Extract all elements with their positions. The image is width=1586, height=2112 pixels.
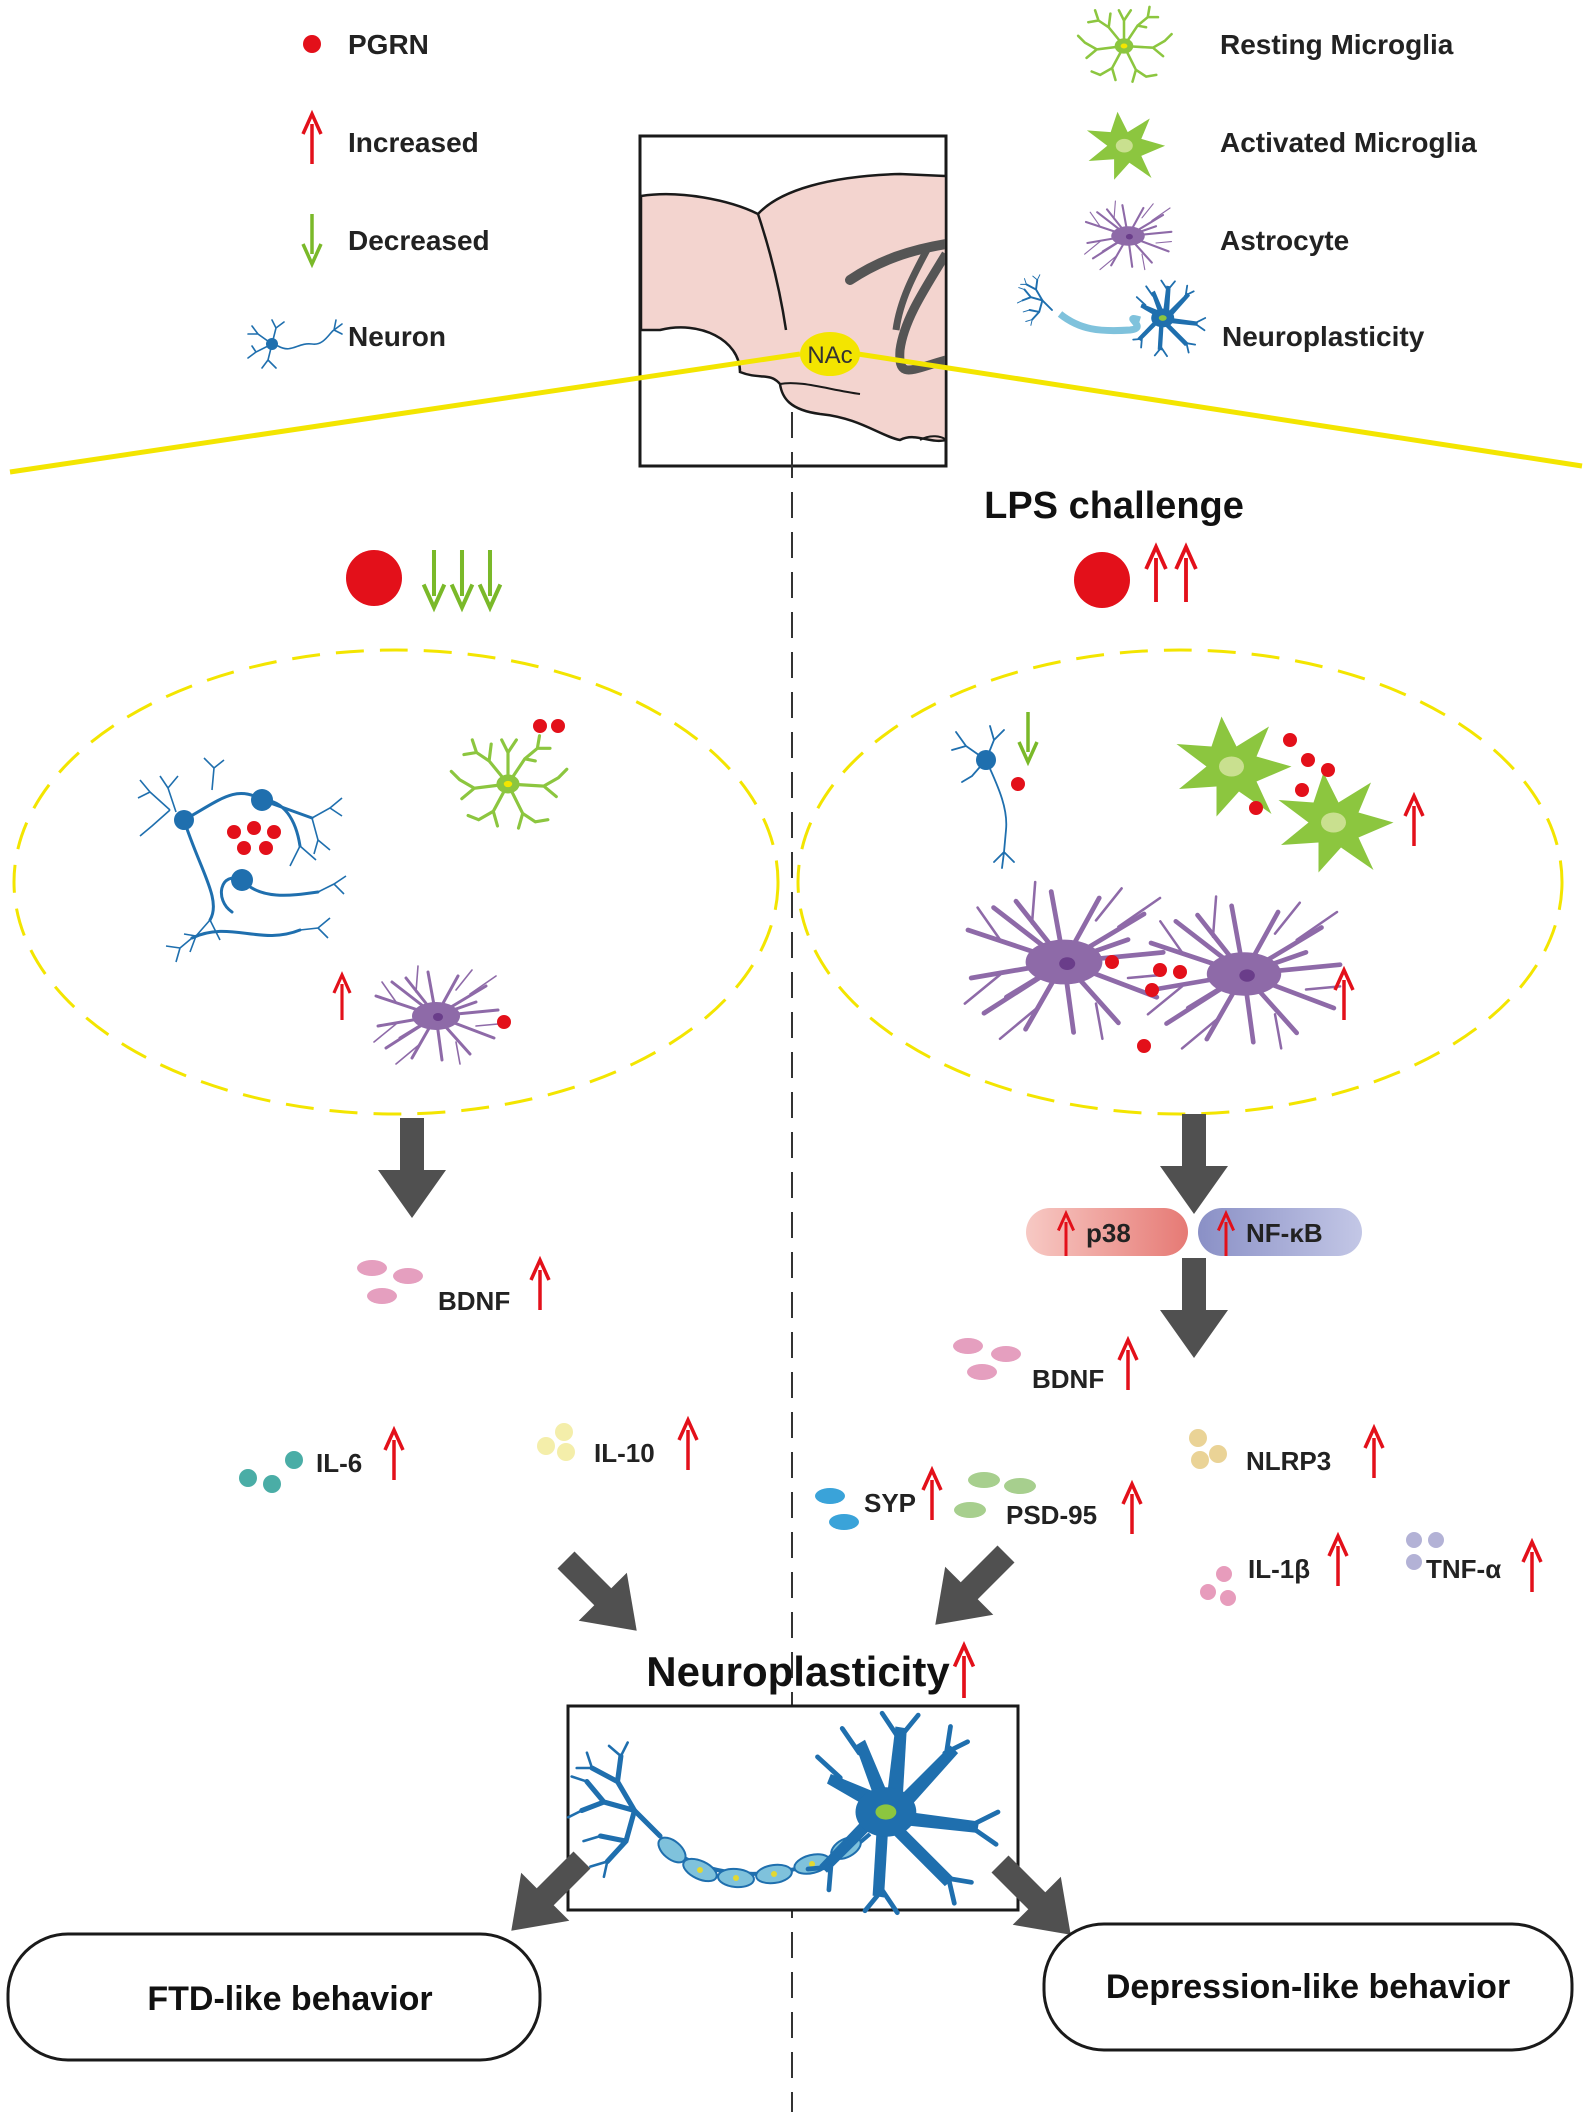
tnfa-molecule-icon [1406,1532,1444,1570]
lps-challenge-title: LPS challenge [984,485,1244,527]
neuroplasticity-neuron-illustration [568,1713,998,1913]
legend-right: Resting Microglia Activated Microglia As… [1016,5,1477,358]
il1b-label: IL-1β [1248,1554,1310,1584]
neuron-cell [951,725,1015,869]
bdnf-molecule-icon [953,1338,1021,1380]
decrease-arrow-icon [452,550,473,608]
increased-arrow-icon [301,112,323,166]
bdnf-label-right: BDNF [1032,1364,1104,1394]
ftd-behavior-box [6,1932,542,2062]
il1b-molecule-icon [1200,1566,1236,1606]
flow-arrow-diagonal-left [541,1535,661,1655]
nac-region-highlight [800,332,860,376]
increase-arrow-icon [1363,1426,1385,1480]
astrocyte-cell [372,964,500,1066]
bdnf-label-left: BDNF [438,1286,510,1316]
legend-left: PGRN Increased Decreased Neuron [247,29,490,369]
neuroplasticity-icon [1016,273,1207,358]
left-panel: BDNF IL-6 IL-10 [12,550,780,1655]
nac-label: NAc [807,342,852,369]
bdnf-molecule-icon [357,1260,423,1304]
nfkb-pill: NF-κB [1198,1208,1362,1258]
increase-arrow-icon [677,1418,699,1472]
neuroplasticity-title: Neuroplasticity [646,1648,950,1695]
syp-molecule-icon [815,1488,859,1530]
nac-ellipse-right [796,648,1564,1116]
legend-increased-label: Increased [348,127,479,158]
increase-arrow-icon [952,1643,976,1700]
syp-label: SYP [864,1488,916,1518]
p38-pill: p38 [1026,1208,1188,1258]
psd95-molecule-icon [954,1472,1036,1518]
increase-arrow-icon [1144,545,1168,604]
legend-pgrn-label: PGRN [348,29,429,60]
nlrp3-molecule-icon [1189,1429,1227,1469]
il6-label: IL-6 [316,1448,362,1478]
neuron-cluster [137,757,347,963]
pgrn-level-dot [346,550,402,606]
il6-molecule-icon [239,1451,303,1493]
legend-neuroplasticity-label: Neuroplasticity [1222,321,1425,352]
il10-molecule-icon [537,1423,575,1461]
activated-microglia-cell [1176,716,1292,817]
flow-arrow-down [1160,1258,1228,1358]
flow-arrow-diagonal-right [911,1529,1031,1649]
flow-arrow-down [378,1118,446,1218]
decrease-arrow-icon [480,550,501,608]
increase-arrow-icon [332,973,352,1022]
pgrn-level-dot [1074,552,1130,608]
increase-arrow-icon [1174,545,1198,604]
astrocyte-icon [1083,199,1173,271]
astrocyte-cell [965,882,1163,1039]
projection-line-right [857,351,1583,469]
increase-arrow-icon [529,1258,551,1312]
tnfa-label: TNF-α [1426,1554,1501,1584]
increase-arrow-icon [1521,1540,1543,1594]
ftd-behavior-label: FTD-like behavior [147,1980,432,2018]
resting-microglia-cell [449,734,569,830]
legend-resting-microglia-label: Resting Microglia [1220,29,1454,60]
right-panel: LPS challenge [796,485,1564,1649]
decrease-arrow-icon [1017,710,1039,764]
brain-inset: NAc [638,134,948,468]
p38-label: p38 [1086,1218,1131,1248]
depression-behavior-label: Depression-like behavior [1106,1968,1510,2006]
increase-arrow-icon [1117,1338,1139,1392]
activated-microglia-icon [1086,111,1166,180]
flow-arrow-down [1160,1114,1228,1214]
legend-decreased-label: Decreased [348,225,490,256]
nlrp3-label: NLRP3 [1246,1446,1331,1476]
nfkb-label: NF-κB [1246,1218,1323,1248]
il10-label: IL-10 [594,1438,655,1468]
nac-ellipse-left [12,648,780,1116]
increase-arrow-icon [1333,968,1355,1022]
decreased-arrow-icon [301,212,323,266]
legend-astrocyte-label: Astrocyte [1220,225,1349,256]
resting-microglia-icon [1076,5,1173,83]
pgrn-dot-icon [303,35,321,53]
increase-arrow-icon [383,1428,405,1482]
increase-arrow-icon [1327,1534,1349,1588]
legend-neuron-label: Neuron [348,321,446,352]
projection-line-left [9,351,801,475]
increase-arrow-icon [921,1468,943,1522]
neuron-icon [247,319,343,369]
increase-arrow-icon [1403,794,1425,848]
legend-activated-microglia-label: Activated Microglia [1220,127,1477,158]
outcome-section: Neuroplasticity FTD-like behavior [6,1643,1574,2062]
increase-arrow-icon [1121,1482,1143,1536]
depression-behavior-box [1042,1922,1574,2052]
psd95-label: PSD-95 [1006,1500,1097,1530]
decrease-arrow-icon [424,550,445,608]
